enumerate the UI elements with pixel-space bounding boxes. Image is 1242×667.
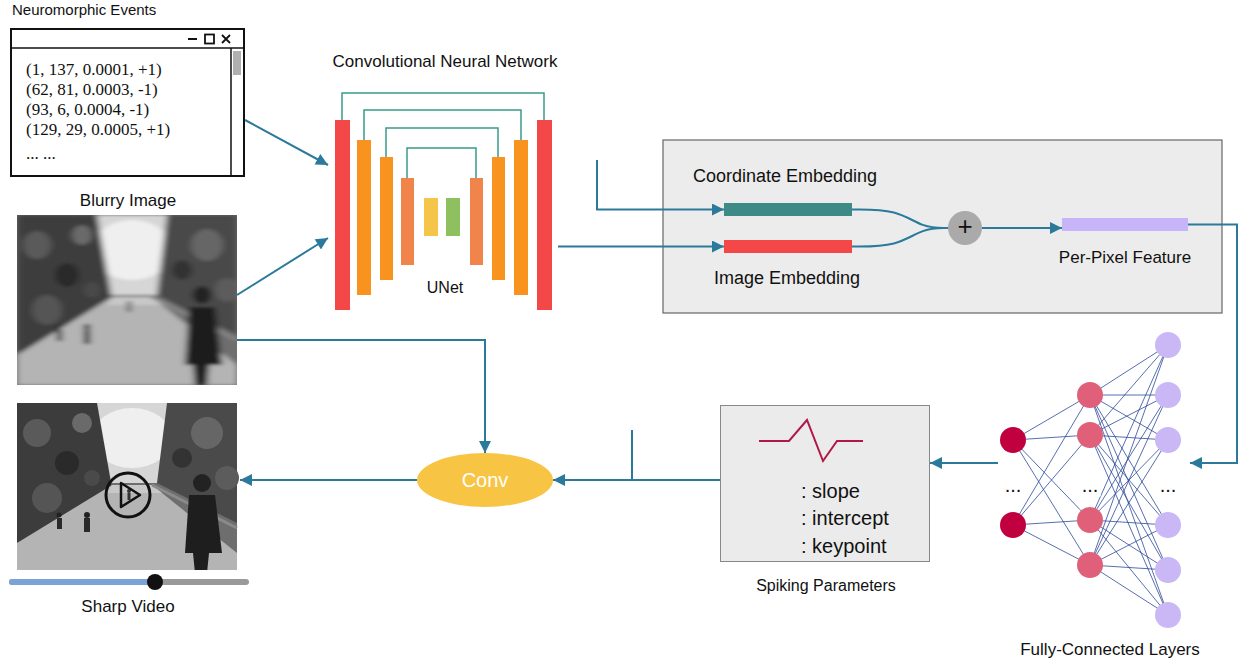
- ellipsis: ...: [1158, 474, 1179, 497]
- connector: [930, 462, 998, 464]
- minimize-icon: [188, 38, 197, 40]
- connector: [558, 246, 724, 248]
- video-panel: Sharp Video: [17, 403, 240, 570]
- tap-line: [631, 430, 633, 480]
- network-neurons: [1000, 512, 1026, 538]
- title-bar: [12, 47, 243, 49]
- video-slider: [12, 579, 155, 585]
- parameter-label: : keypoint: [801, 535, 887, 558]
- network-neurons: [1155, 602, 1181, 628]
- maximize-icon: [205, 35, 214, 44]
- sharp-video-frame: [17, 403, 239, 573]
- feature-bar: Per-Pixel Feature: [1062, 218, 1188, 231]
- event-tuple: (93, 6, 0.0004, -1): [26, 100, 149, 120]
- blurry-photo: [17, 215, 239, 385]
- image-heading: Blurry Image: [80, 191, 176, 211]
- unet-layers: [446, 198, 460, 236]
- connector: [852, 228, 948, 247]
- network-neurons: [1000, 427, 1026, 453]
- embedding-bar: Image Embedding: [724, 240, 852, 253]
- scroll-thumb: [233, 51, 241, 75]
- sharp-video-frame: [106, 473, 150, 517]
- unet-layers: [470, 178, 483, 265]
- network-links: [1013, 345, 1168, 615]
- unet-layers: [380, 157, 393, 280]
- network-neurons: [1000, 332, 1181, 628]
- unet-layers: [424, 198, 438, 236]
- network-neurons: [1077, 422, 1103, 448]
- parameter-label: : intercept: [801, 507, 889, 530]
- scrollbar: [230, 48, 232, 175]
- event-tuple: (1, 137, 0.0001, +1): [26, 60, 162, 80]
- network-caption: Fully-Connected Layers: [1020, 640, 1200, 660]
- unet-skip-connections: [342, 93, 544, 178]
- close-icon: [222, 35, 230, 43]
- image-panel: Blurry Image: [17, 215, 237, 385]
- blurry-photo: [17, 215, 239, 385]
- unet-layers: [492, 157, 505, 280]
- unet-layers: [335, 120, 350, 310]
- unet-skip-connections: [386, 128, 498, 157]
- embedding-panel: [663, 140, 1222, 313]
- connector: [240, 479, 417, 481]
- box-caption: Spiking Parameters: [756, 577, 896, 595]
- connector: [237, 340, 485, 453]
- window-heading: Neuromorphic Events: [12, 1, 156, 18]
- sharp-video-frame: [17, 403, 239, 573]
- parameter-box: : slope: intercept: keypointSpiking Para…: [720, 405, 930, 562]
- bar-label: Coordinate Embedding: [693, 166, 877, 187]
- spike-curve: [759, 420, 863, 461]
- conv-label: Conv: [462, 469, 509, 492]
- video-slider: [12, 579, 246, 585]
- event-tuple: (129, 29, 0.0005, +1): [26, 120, 170, 140]
- unet-layers: [401, 178, 414, 265]
- bar-label: Per-Pixel Feature: [1059, 248, 1191, 268]
- network-neurons: [1077, 507, 1103, 533]
- network-neurons: [1155, 332, 1181, 358]
- unet-layers: [537, 120, 552, 310]
- sum-sign: +: [957, 212, 972, 242]
- parameter-label: : slope: [801, 480, 860, 503]
- spike-symbol: [721, 406, 921, 476]
- unet-layers: [335, 120, 552, 310]
- sum-circle: +: [948, 211, 982, 245]
- video-slider: [12, 574, 246, 590]
- connector: [553, 479, 720, 481]
- connector: [1188, 225, 1237, 464]
- blurry-photo: [17, 215, 239, 385]
- unet-skip-connections: [407, 148, 476, 178]
- unet-layers: [357, 140, 371, 295]
- network-links: [1013, 345, 1168, 615]
- connector: [245, 120, 328, 165]
- video-slider: [147, 574, 163, 590]
- unet-block: Convolutional Neural NetworkUNet: [328, 85, 558, 315]
- network-neurons: [1155, 557, 1181, 583]
- network-block: .........Fully-Connected Layers: [998, 330, 1190, 630]
- connector: [237, 238, 328, 295]
- connector: [982, 227, 1062, 229]
- network-heading: Convolutional Neural Network: [333, 52, 558, 72]
- network-neurons: [1155, 382, 1181, 408]
- event-ellipsis: ... ...: [26, 144, 56, 164]
- conv-ellipse: Conv: [417, 453, 553, 507]
- connector: [852, 210, 948, 229]
- network-neurons: [1155, 427, 1181, 453]
- unet-skip-connections: [342, 93, 544, 120]
- network-neurons: [1155, 512, 1181, 538]
- event-tuple: (62, 81, 0.0003, -1): [26, 80, 158, 100]
- ellipsis: ...: [1003, 474, 1024, 497]
- sharp-video-frame: [17, 403, 239, 573]
- ellipsis: ...: [1080, 474, 1101, 497]
- embedding-bar: Coordinate Embedding: [724, 203, 852, 216]
- unet-layers: [514, 140, 528, 295]
- unet-label: UNet: [427, 279, 463, 297]
- sharp-video-frame: [121, 483, 140, 507]
- video-heading: Sharp Video: [81, 597, 174, 617]
- event-window: Neuromorphic Events(1, 137, 0.0001, +1)(…: [10, 28, 245, 177]
- bar-label: Image Embedding: [714, 268, 860, 289]
- network-neurons: [1077, 552, 1103, 578]
- network-neurons: [1077, 382, 1103, 408]
